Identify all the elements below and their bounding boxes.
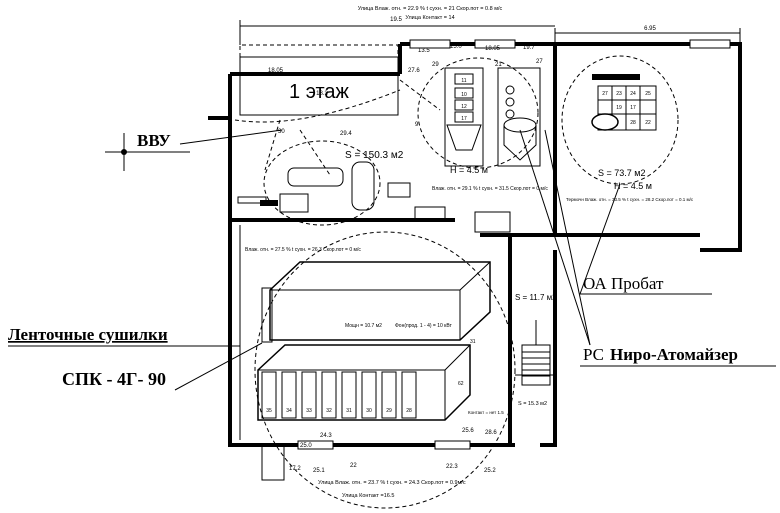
outer-walls bbox=[208, 42, 742, 447]
dim-bottom-d: 25.1 bbox=[313, 468, 325, 474]
dryer-cell-1: 34 bbox=[286, 408, 292, 414]
right-room-height: H = 4.5 м bbox=[614, 181, 652, 191]
dim-bottom-e: 22 bbox=[350, 463, 357, 469]
vvu-leader bbox=[105, 129, 283, 171]
dim-h: 27.6 bbox=[408, 68, 420, 74]
callout-rs: РС bbox=[583, 345, 604, 364]
dim-bottom-h: 28.6 bbox=[485, 430, 497, 436]
dim-k: 27 bbox=[536, 59, 543, 65]
dryer-cell-0: 35 bbox=[266, 408, 272, 414]
right-room-humidity: Термочн Влаж. отн. = 33.5 % t сухн. = 28… bbox=[566, 197, 694, 202]
dryers-zone-ellipse bbox=[254, 231, 516, 509]
left-humidity: Влаж. отн. = 27.5 % t сухн. = 26.3 Скор.… bbox=[245, 247, 361, 253]
eq-17: 17 bbox=[461, 116, 467, 122]
dim-bottom-a: 24.3 bbox=[320, 433, 332, 439]
dryer-upper bbox=[261, 261, 491, 343]
probat-cell-7: 22 bbox=[645, 120, 651, 126]
dryer-cell-6: 29 bbox=[386, 408, 392, 414]
dryers-leader bbox=[174, 342, 263, 391]
eq-11: 11 bbox=[461, 78, 466, 84]
probat-cell-4: 19 bbox=[616, 105, 622, 111]
dim-a: 18.05 bbox=[268, 68, 284, 74]
probat-leader bbox=[579, 183, 621, 295]
dim-f: 18.05 bbox=[485, 46, 501, 52]
hall-height: H = 4.5 м bbox=[450, 165, 488, 175]
eq-10: 10 bbox=[461, 92, 467, 98]
stair-area: S = 15.3 м2 bbox=[518, 401, 547, 407]
dryer-cell-5: 30 bbox=[366, 408, 372, 414]
dryer-cell-4: 31 bbox=[346, 408, 352, 414]
dim-g: 19.7 bbox=[523, 45, 535, 51]
dim-j: 21 bbox=[495, 62, 502, 68]
callout-vvu: ВВУ bbox=[137, 131, 171, 150]
dim-bottom-f: 22.3 bbox=[446, 464, 458, 470]
dim-floor-box: 18.3 bbox=[316, 91, 328, 97]
dim-bottom-i: 25.2 bbox=[484, 468, 496, 474]
floor-label: 1 этаж bbox=[289, 81, 350, 103]
dim-top-right: 6.95 bbox=[644, 26, 656, 32]
callout-dryers-line1: Ленточные сушилки bbox=[8, 325, 168, 344]
vvu-zone-ellipse bbox=[263, 140, 381, 226]
dryer-cell-3: 32 bbox=[326, 408, 332, 414]
street-contact-top: Улица Контакт = 14 bbox=[405, 15, 454, 21]
callout-dryers-line2: СПК - 4Г- 90 bbox=[62, 369, 166, 389]
street-note-top: Улица Влаж. отн. = 22.9 % t сухн. = 21 С… bbox=[358, 6, 503, 12]
top-dimension-lines bbox=[239, 20, 741, 45]
probat-cell-5: 17 bbox=[630, 105, 636, 111]
callout-oa-probat: ОА Пробат bbox=[583, 274, 664, 293]
probat-cell-1: 23 bbox=[616, 91, 622, 97]
dim-c: 29.4 bbox=[340, 131, 352, 137]
hall-area: S = 150.3 м2 bbox=[345, 150, 404, 161]
dryer-lower bbox=[257, 344, 471, 421]
stair bbox=[521, 320, 551, 386]
dryer-power-note: Мощн = 10.7 м2 bbox=[345, 323, 382, 329]
probat-equipment bbox=[591, 74, 657, 131]
dim-e: 15.0 bbox=[450, 44, 462, 50]
interior-walls bbox=[230, 44, 700, 445]
callout-rs-name: Ниро-Атомайзер bbox=[610, 345, 738, 364]
dim-b: 30 bbox=[278, 129, 285, 135]
dim-bottom-b: 25.0 bbox=[300, 443, 312, 449]
contact-note: Контакт = нет 1.5 bbox=[468, 410, 504, 415]
hall-humidity: Влаж. отн. = 29.1 % t сухн. = 31.5 Скор.… bbox=[432, 186, 548, 192]
street-note-bottom: Улица Влаж. отн. = 23.7 % t сухн. = 24.3… bbox=[318, 480, 466, 486]
windows-top bbox=[297, 39, 731, 450]
dryer-fan-note: Фон(прод. 1 - 4) = 10 кВт bbox=[395, 323, 453, 329]
dryer-cell-7: 28 bbox=[406, 408, 412, 414]
small-room-area: S = 11.7 м2 bbox=[515, 293, 557, 302]
atomizer-unit bbox=[497, 67, 541, 167]
entrance-porch bbox=[261, 444, 285, 481]
probat-cell-0: 27 bbox=[602, 91, 608, 97]
dim-bottom-c: 17.2 bbox=[289, 466, 301, 472]
probat-zone-ellipse bbox=[561, 55, 679, 185]
dim-dryer-right: 62 bbox=[458, 381, 464, 387]
dryer-cell-2: 33 bbox=[306, 408, 312, 414]
eq-9: 9 bbox=[415, 122, 419, 128]
street-contact-bottom: Улица Контакт =16.5 bbox=[342, 493, 394, 499]
eq-12: 12 bbox=[461, 104, 467, 110]
dim-bottom-g: 25.6 bbox=[462, 428, 474, 434]
vvu-equipment bbox=[237, 161, 511, 233]
right-room-area: S = 73.7 м2 bbox=[598, 168, 645, 178]
probat-cell-3: 25 bbox=[645, 91, 651, 97]
dim-dryer-upper: 31 bbox=[470, 339, 476, 345]
rs-zone-ellipse bbox=[417, 57, 539, 169]
dim-top-total: 19.5 bbox=[390, 17, 402, 23]
probat-cell-2: 24 bbox=[630, 91, 636, 97]
dim-i: 29 bbox=[432, 62, 439, 68]
probat-cell-6: 28 bbox=[630, 120, 636, 126]
equipment-left-column bbox=[444, 67, 484, 167]
dim-d: 13.5 bbox=[418, 48, 430, 54]
equipment-rows bbox=[454, 73, 474, 123]
